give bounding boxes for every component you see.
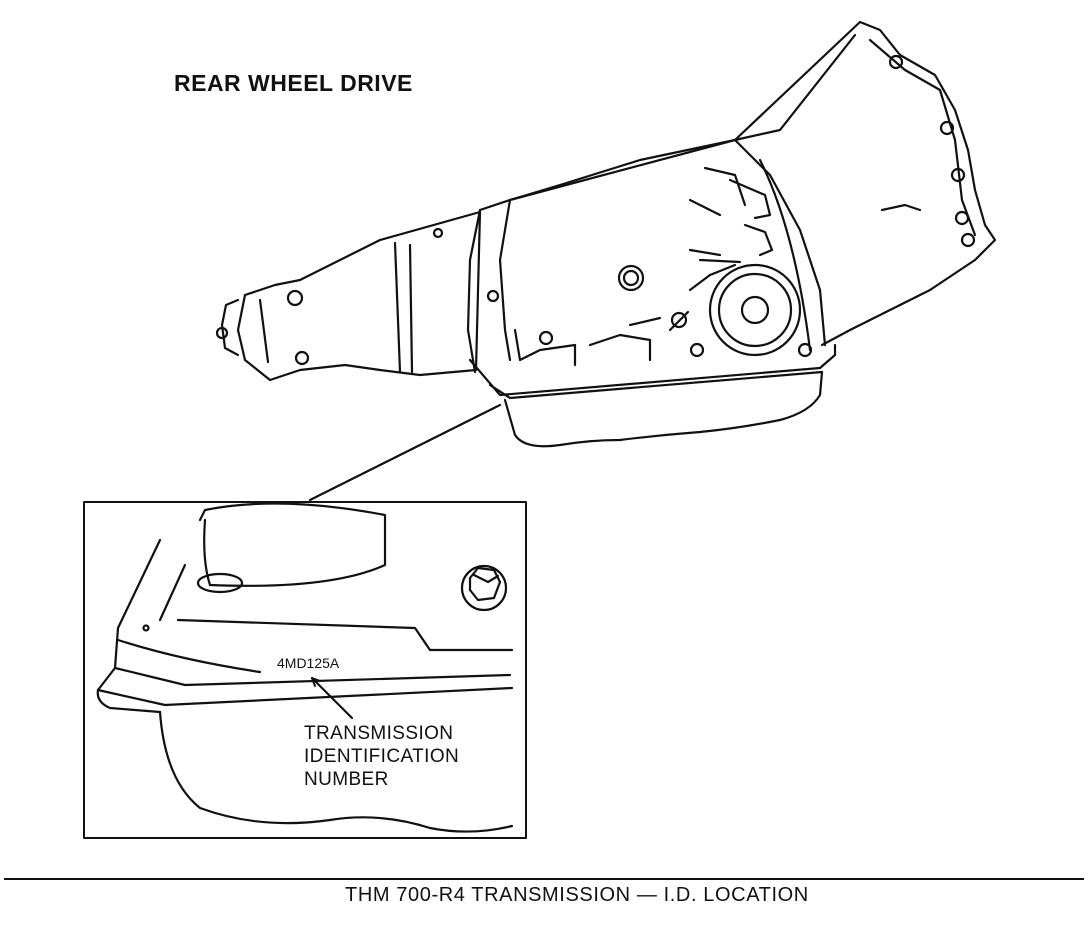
oil-pan [468, 316, 837, 448]
main-case [432, 138, 827, 374]
leader-line [308, 403, 502, 502]
callout-line: NUMBER [304, 769, 389, 790]
page-title: REAR WHEEL DRIVE [174, 70, 413, 96]
caption-divider [4, 878, 1084, 880]
detail-drawing [96, 502, 514, 833]
transmission-id-stamp: 4MD125A [277, 655, 340, 671]
callout-line: TRANSMISSION [304, 723, 454, 744]
extension-housing [215, 210, 500, 382]
callout-label: TRANSMISSION IDENTIFICATION NUMBER [304, 722, 459, 791]
callout-arrow [310, 676, 354, 720]
governor-cover [668, 263, 813, 358]
callout-line: IDENTIFICATION [304, 746, 460, 767]
figure-caption: THM 700-R4 TRANSMISSION — I.D. LOCATION [345, 884, 809, 906]
bell-housing [508, 20, 997, 347]
detail-box [83, 501, 527, 839]
